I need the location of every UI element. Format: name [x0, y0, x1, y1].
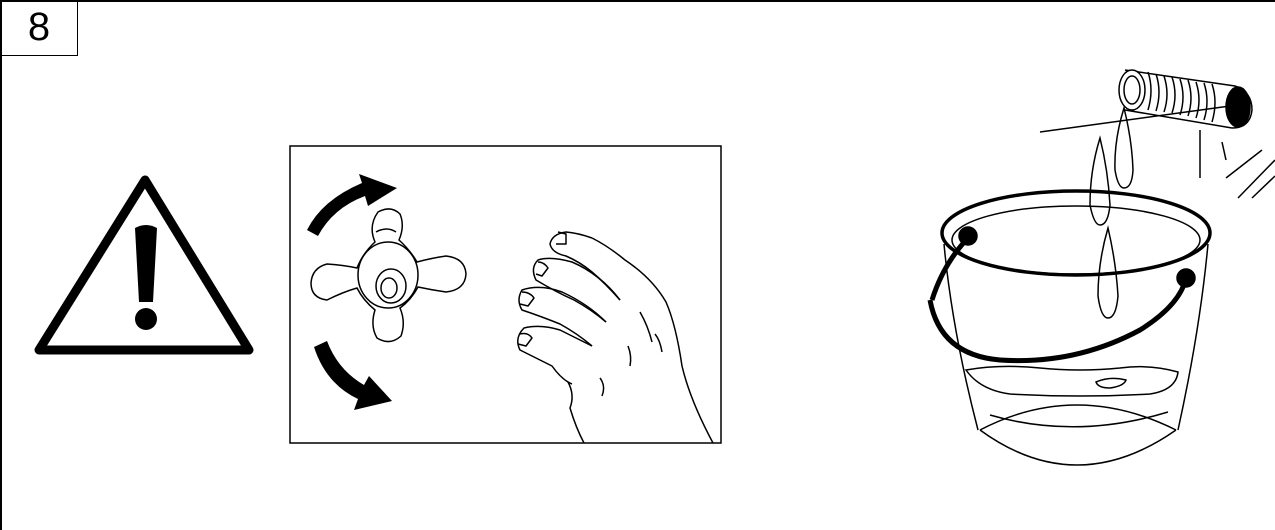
step-number-box: 8: [0, 0, 78, 56]
bucket-icon: [927, 189, 1212, 466]
warning-triangle-icon: [34, 175, 254, 355]
water-drop-icon: [1089, 105, 1134, 319]
drain-pipe-icon: [1039, 69, 1275, 199]
step-number: 8: [27, 5, 51, 49]
rotation-arrow-down-icon: [314, 341, 392, 410]
panel-border-top: [0, 0, 1275, 2]
rotation-arrow-up-icon: [307, 174, 397, 236]
valve-handwheel-icon: [310, 208, 467, 343]
panel-border-left: [0, 0, 2, 530]
hand-icon: [517, 231, 714, 444]
valve-instruction-box: [289, 145, 722, 444]
